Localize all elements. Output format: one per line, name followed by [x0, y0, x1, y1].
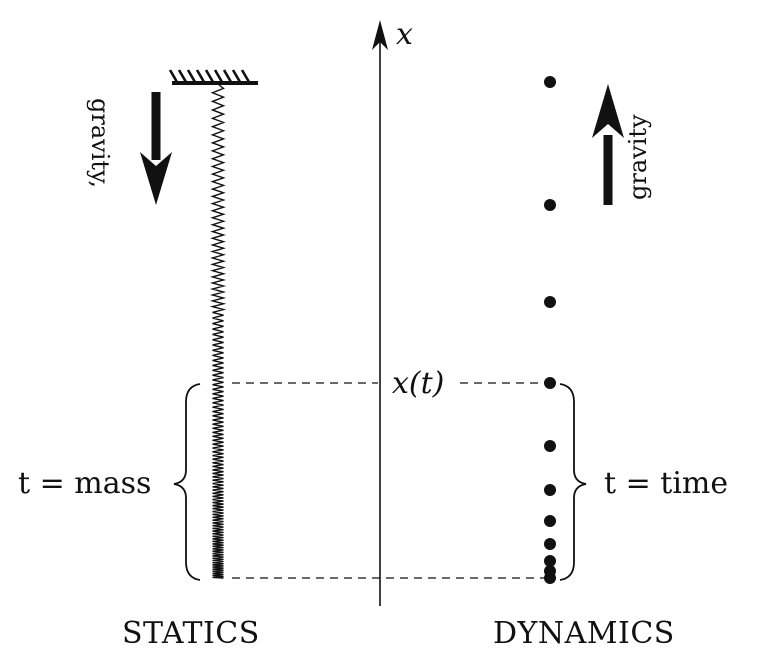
gravity-down-arrow-icon: [140, 92, 172, 205]
dynamics-dot: [544, 484, 556, 496]
dynamics-dot: [544, 538, 556, 550]
statics-gravity-label: gravity,: [86, 98, 114, 188]
dynamics-dot: [544, 199, 556, 211]
x-axis-arrowhead: [372, 20, 388, 50]
dynamics-dots: [544, 76, 556, 584]
dynamics-dot: [544, 440, 556, 452]
dynamics-dot: [544, 377, 556, 389]
gravity-up-arrow-icon: [592, 84, 624, 205]
right-brace: [559, 383, 587, 581]
statics-caption: STATICS: [122, 616, 260, 651]
dynamics-dot: [544, 555, 556, 567]
dynamics-dot: [544, 296, 556, 308]
dynamics-dot: [544, 515, 556, 527]
ceiling-mount: [168, 69, 258, 85]
spring: [209, 83, 227, 579]
dynamics-caption: DYNAMICS: [493, 616, 675, 651]
dynamics-dot: [544, 76, 556, 88]
statics-brace-label: t = mass: [18, 466, 151, 501]
center-label-xt: x(t): [392, 366, 444, 401]
dynamics-gravity-label: gravity: [624, 114, 652, 200]
left-brace: [173, 383, 201, 581]
dynamics-brace-label: t = time: [604, 466, 728, 501]
dynamics-dot: [544, 572, 556, 584]
x-axis-label: x: [396, 17, 413, 52]
